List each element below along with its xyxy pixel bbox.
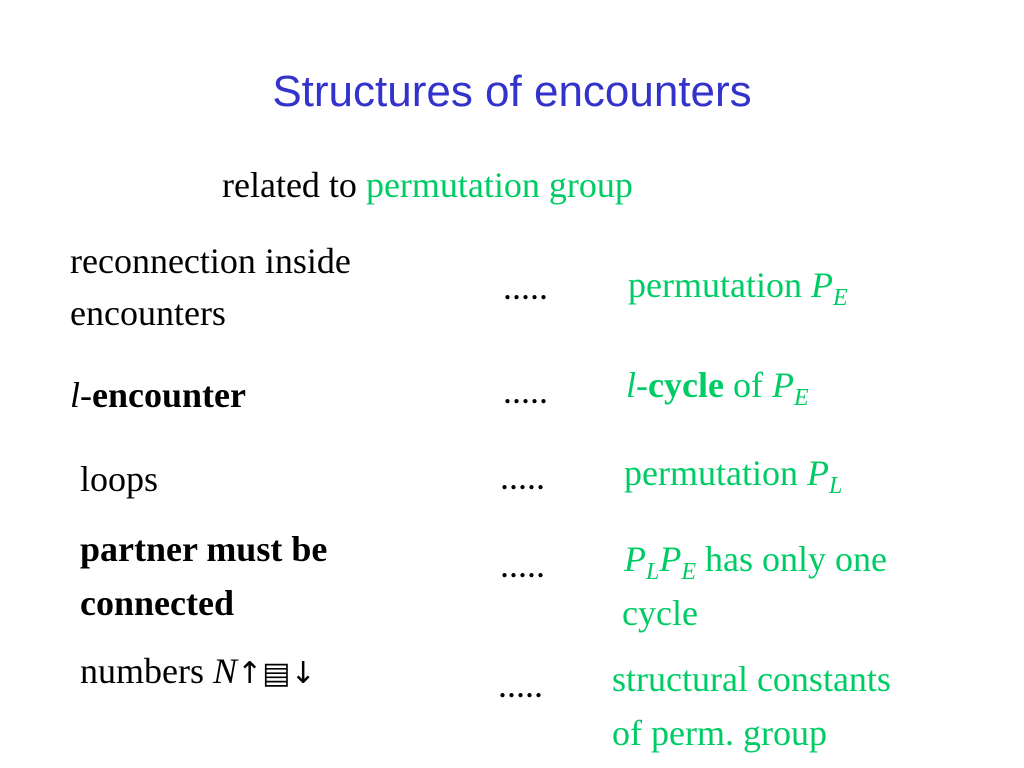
row2-left-italic: l xyxy=(70,375,81,415)
row2-right-italic: l xyxy=(626,365,637,405)
row2-right-sub: E xyxy=(793,385,809,411)
row5-left: numbers N↑▤↓ xyxy=(80,650,316,695)
row3-right-sub: L xyxy=(828,473,843,499)
row4-left-line2: connected xyxy=(80,583,234,623)
row4-right-sub2: E xyxy=(681,559,697,585)
row5-dots: ..... xyxy=(498,665,543,705)
row2-right-dash: - xyxy=(636,365,649,405)
row1-right-var: P xyxy=(810,265,833,305)
row3-right: permutation PL xyxy=(624,452,842,498)
row5-left-var: N xyxy=(212,651,237,691)
row4-right: PLPE has only one xyxy=(624,538,887,584)
row4-right-line2: cycle xyxy=(622,593,698,633)
page-title: Structures of encounters xyxy=(272,67,752,116)
row1-left-line1: reconnection inside xyxy=(70,241,351,281)
row5-right-line1: structural constants xyxy=(612,659,891,699)
subtitle: related to permutation group xyxy=(222,164,633,206)
row2-dots: ..... xyxy=(503,371,548,411)
row1-left-line2: encounters xyxy=(70,293,226,333)
row1-right-sub: E xyxy=(832,285,848,311)
row1-right-text: permutation xyxy=(628,265,802,305)
row4-right-var1: P xyxy=(624,539,646,579)
subtitle-prefix: related to xyxy=(222,165,357,205)
row2-left-bold: encounter xyxy=(92,375,246,415)
symbol-glyphs-icon: ↑▤↓ xyxy=(237,656,316,691)
row4-right-var2: P xyxy=(659,539,682,579)
row3-left: loops xyxy=(80,459,159,499)
row2-right: l-cycle of PE xyxy=(626,364,809,410)
row1-dots: ..... xyxy=(503,267,548,307)
row2-left-dash: - xyxy=(80,375,93,415)
row2-right-var: P xyxy=(771,365,794,405)
row5-left-text: numbers xyxy=(80,651,204,691)
row4-right-text: has only one xyxy=(705,539,887,579)
row2-right-of: of xyxy=(732,365,763,405)
row4-left-line1: partner must be xyxy=(80,529,328,569)
row5-right-line2: of perm. group xyxy=(612,713,827,753)
row4-dots: ..... xyxy=(500,545,545,585)
row1-right: permutation PE xyxy=(628,264,848,310)
row3-right-text: permutation xyxy=(624,453,798,493)
row3-dots: ..... xyxy=(500,457,545,497)
row2-right-bold: cycle xyxy=(648,365,724,405)
row4-right-sub1: L xyxy=(646,559,660,585)
row3-right-var: P xyxy=(806,453,829,493)
subtitle-highlight: permutation group xyxy=(365,165,633,205)
row2-left: l-encounter xyxy=(70,374,246,416)
